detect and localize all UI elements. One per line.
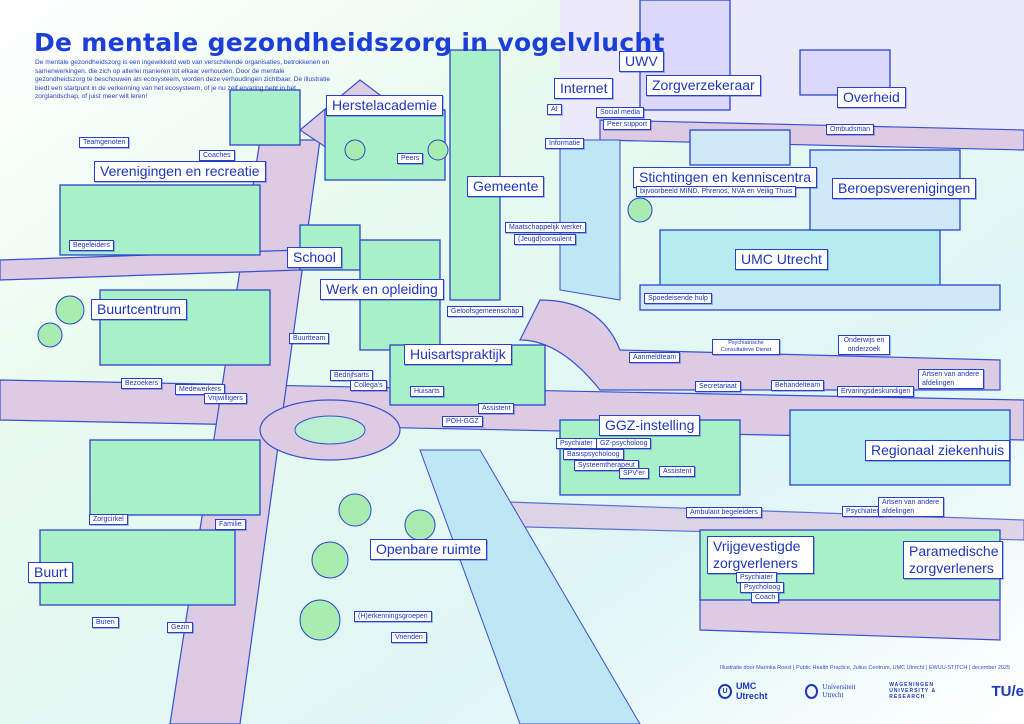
label-huisartspraktijk: Huisartspraktijk xyxy=(404,344,512,365)
label-maatschappelijk-werker: Maatschappelijk werker xyxy=(505,222,587,233)
label-aanmeldteam: Aanmeldteam xyxy=(629,352,681,363)
label-teamgenoten: Teamgenoten xyxy=(79,137,130,148)
label-familie: Familie xyxy=(215,519,246,530)
label-verenigingen: Verenigingen en recreatie xyxy=(94,161,266,182)
label-herkenningsgroepen: (H)erkenningsgroepen xyxy=(354,611,432,622)
label-beroepsverenigingen: Beroepsverenigingen xyxy=(832,178,977,199)
label-collegas: Collega's xyxy=(350,380,387,391)
river xyxy=(419,449,641,724)
label-ggz: GGZ-instelling xyxy=(599,415,701,436)
label-spver: SPV'er xyxy=(619,468,649,479)
wur-logo: WAGENINGEN UNIVERSITY & RESEARCH xyxy=(889,682,971,700)
label-psychiater-ziekenhuis: Psychiater xyxy=(842,506,883,517)
trees xyxy=(37,139,653,641)
label-stichtingen-voorbeeld: bijvoorbeeld MIND, Phrenos, NVA en Veili… xyxy=(636,186,797,197)
label-artsen-ziekenhuis: Artsen van andere afdelingen xyxy=(878,497,944,517)
label-openbare-ruimte: Openbare ruimte xyxy=(370,539,488,560)
label-systeemtherapeut: Systeemtherapeut xyxy=(574,460,639,471)
umc-logo-text: UMC Utrecht xyxy=(735,681,768,701)
wur-logo-text: WAGENINGEN UNIVERSITY & RESEARCH xyxy=(889,682,937,700)
label-stichtingen: Stichtingen en kenniscentra xyxy=(633,167,817,188)
uu-logo-icon xyxy=(805,683,819,699)
label-ai: AI xyxy=(547,104,562,115)
label-vrijwilligers: Vrijwilligers xyxy=(204,393,247,404)
buildings xyxy=(39,0,1011,606)
label-zorgcirkel: Zorgcirkel xyxy=(89,514,128,525)
label-psychiater-ggz: Psychiater xyxy=(556,438,597,449)
label-geloofsgemeenschap: Geloofsgemeenschap xyxy=(447,306,524,317)
credits: Illustratie door Marinka Roest | Public … xyxy=(720,665,1011,671)
uu-logo: Universiteit Utrecht xyxy=(805,683,869,699)
label-uwv: UWV xyxy=(619,51,664,72)
uu-logo-text: Universiteit Utrecht xyxy=(822,683,856,699)
label-secretariaat: Secretariaat xyxy=(695,381,741,392)
label-gemeente: Gemeente xyxy=(467,176,545,197)
label-overheid: Overheid xyxy=(837,87,906,108)
label-peers: Peers xyxy=(397,153,424,164)
label-pcd: Psychiatrische Consultatieve Dienst xyxy=(712,339,780,355)
label-basispsycholoog: Basispsycholoog xyxy=(563,449,624,460)
label-ziekenhuis: Regionaal ziekenhuis xyxy=(865,440,1011,461)
label-artsen-umc: Artsen van andere afdelingen xyxy=(918,369,984,389)
label-school: School xyxy=(287,247,342,268)
label-buurtcentrum: Buurtcentrum xyxy=(91,299,188,320)
label-buurt: Buurt xyxy=(28,562,74,583)
label-onderwijs: Onderwijs en onderzoek xyxy=(838,335,890,355)
label-buren: Buren xyxy=(92,617,119,628)
label-ombudsman: Ombudsman xyxy=(826,124,875,135)
label-gezin: Gezin xyxy=(167,622,194,633)
label-spoedeisende-hulp: Spoedeisende hulp xyxy=(644,293,712,304)
label-informatie: Informatie xyxy=(545,138,585,149)
label-gz-psycholoog: GZ-psycholoog xyxy=(596,438,652,449)
label-umc: UMC Utrecht xyxy=(735,249,828,270)
label-ervaringsdeskundigen: Ervaringsdeskundigen xyxy=(837,386,915,397)
label-behandelteam: Behandelteam xyxy=(771,380,825,391)
label-buurtteam: Buurtteam xyxy=(289,333,330,344)
label-poh-ggz: POH-GGZ xyxy=(442,416,483,427)
page-title: De mentale gezondheidszorg in vogelvluch… xyxy=(34,28,665,57)
label-bezoekers: Bezoekers xyxy=(121,378,163,389)
tue-logo: TU/e xyxy=(991,683,1024,700)
label-vrienden: Vrienden xyxy=(391,632,427,643)
label-medewerkers: Medewerkers xyxy=(175,384,226,395)
label-assistent-huisarts: Assistent xyxy=(478,403,515,414)
label-vrijgevestigde: Vrijgevestigde zorgverleners xyxy=(707,536,814,574)
tue-logo-text: TU/e xyxy=(991,682,1024,700)
label-coaches: Coaches xyxy=(199,150,235,161)
label-jeugdconsulent: (Jeugd)consulent xyxy=(514,234,576,245)
label-assistent-ggz: Assistent xyxy=(659,466,696,477)
label-coach-vrijgevestigd: Coach xyxy=(751,592,780,603)
label-zorgverzekeraar: Zorgverzekeraar xyxy=(646,75,761,96)
label-social-media: Social media xyxy=(596,107,645,118)
label-huisarts: Huisarts xyxy=(410,386,444,397)
label-werk: Werk en opleiding xyxy=(320,279,444,300)
label-peer-support: Peer support xyxy=(603,119,652,130)
label-herstelacademie: Herstelacademie xyxy=(326,95,444,116)
label-begeleiders: Begeleiders xyxy=(69,240,114,251)
umc-logo-icon: U xyxy=(718,683,732,699)
label-ambulant: Ambulant begeleiders xyxy=(686,507,762,518)
label-paramedische: Paramedische zorgverleners xyxy=(903,541,1003,579)
label-internet: Internet xyxy=(554,78,614,99)
intro-text: De mentale gezondheidszorg is een ingewi… xyxy=(35,59,331,101)
